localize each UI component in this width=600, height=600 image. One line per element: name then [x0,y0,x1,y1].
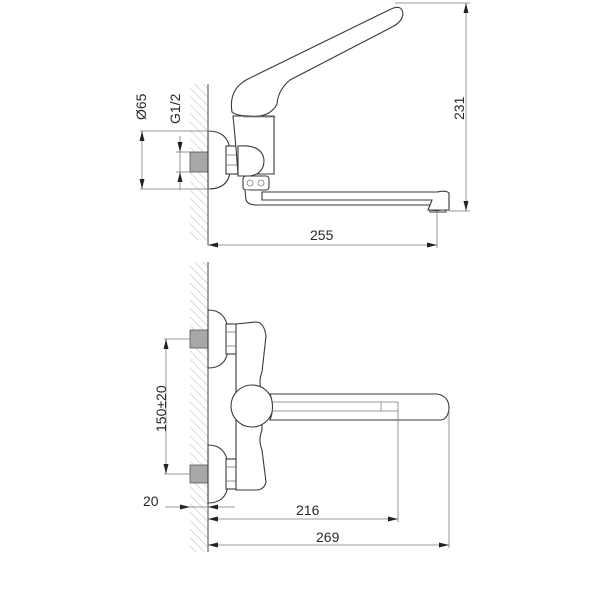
dim-inlet-spacing: 150±20 [153,338,190,475]
front-view: 150±20 20 216 269 [143,262,450,552]
spout-front [269,393,450,421]
label-height: 231 [451,96,467,120]
dim-outlet-distance: 216 [208,411,399,522]
label-spout-reach: 255 [310,227,334,243]
spout-base-side [242,175,270,191]
dim-spout-reach: 255 [208,211,438,248]
label-wall-offset: 20 [143,493,159,509]
flange-upper [207,309,229,369]
inlet-pipe-top [189,151,209,173]
inlet-pipe-lower [189,464,209,484]
dim-flange-diameter: Ø65 [133,93,210,190]
label-outlet-distance: 216 [296,502,320,518]
side-view: Ø65 G1/2 231 255 [133,2,470,248]
cartridge-cap-front [230,384,274,428]
label-thread: G1/2 [167,93,183,124]
lever-handle-side [230,6,404,117]
label-total-length: 269 [316,529,340,545]
label-inlet-spacing: 150±20 [153,385,169,432]
label-flange-diameter: Ø65 [133,93,149,120]
wall-hatch-bottom [190,262,208,552]
dim-wall-offset: 20 [143,493,235,510]
dim-height: 231 [395,2,470,212]
dim-thread: G1/2 [167,93,190,190]
flange-lower [207,444,229,504]
inlet-pipe-upper [189,329,209,349]
dim-total-length: 269 [208,410,450,548]
